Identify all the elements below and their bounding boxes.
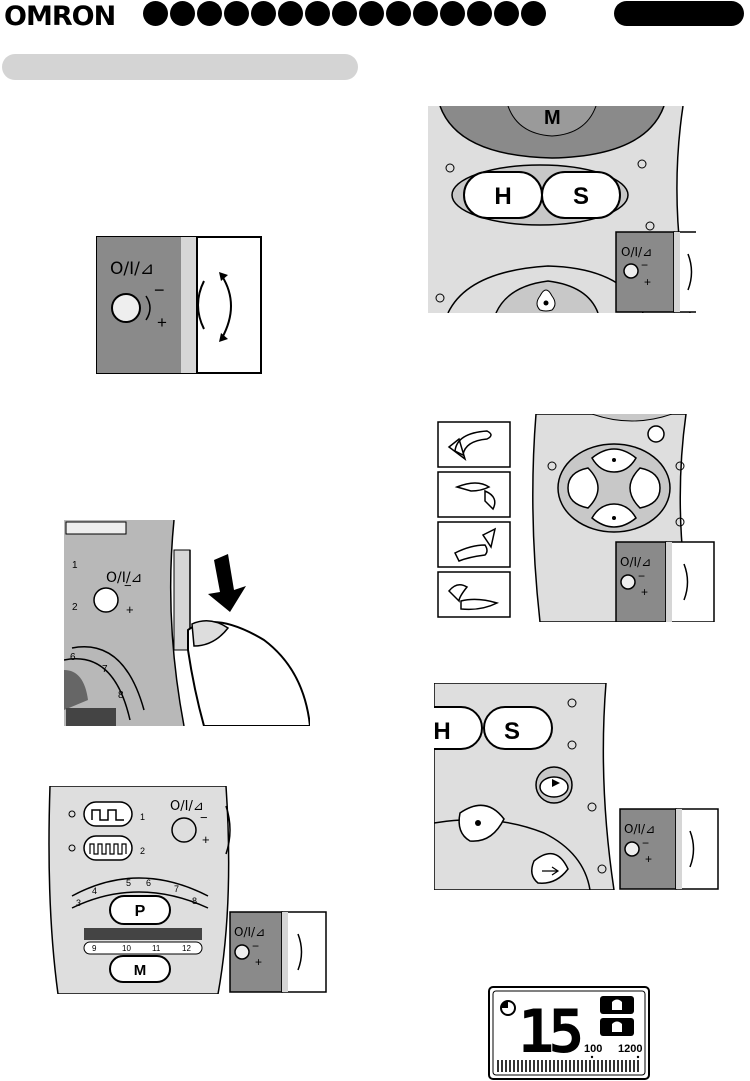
svg-text:1: 1 <box>72 560 78 571</box>
square-wave-icon <box>91 809 124 821</box>
timer-value: 15 <box>518 997 581 1067</box>
svg-text:−: − <box>252 939 259 953</box>
svg-text:+: + <box>255 955 262 969</box>
svg-text:1: 1 <box>140 812 145 822</box>
dial-knob-icon <box>111 293 141 323</box>
lcd-display-figure: 15 100 1200 <box>488 986 650 1080</box>
header-dot <box>224 1 249 26</box>
svg-text:O/I/⊿: O/I/⊿ <box>624 822 655 836</box>
direction-box-3 <box>437 521 511 568</box>
header-dot <box>521 1 546 26</box>
pad-right-button[interactable] <box>629 467 661 509</box>
pad-down-button[interactable] <box>591 503 637 528</box>
svg-text:−: − <box>642 836 649 850</box>
s-button[interactable] <box>541 171 621 219</box>
svg-text:10: 10 <box>122 944 131 953</box>
svg-text:8: 8 <box>118 690 124 701</box>
direction-box-4 <box>437 571 511 618</box>
s-label: S <box>504 718 520 745</box>
svg-text:11: 11 <box>152 944 161 953</box>
svg-text:−: − <box>124 578 132 593</box>
svg-text:4: 4 <box>92 886 97 896</box>
svg-text:−: − <box>638 569 645 583</box>
pad-left-button[interactable] <box>567 467 599 509</box>
m-button[interactable] <box>109 955 171 983</box>
finger-icon <box>187 621 310 726</box>
header-dot <box>467 1 492 26</box>
label-100: 100 <box>584 1043 602 1055</box>
svg-text:6: 6 <box>146 878 151 888</box>
svg-text:8: 8 <box>192 896 197 906</box>
svg-text:7: 7 <box>102 664 108 675</box>
svg-text:−: − <box>200 810 208 825</box>
arrow-pad-figure: O/I/⊿ − + <box>532 414 716 622</box>
header-bar <box>614 1 744 26</box>
m-button-label: M <box>134 962 147 979</box>
section-heading-bar <box>2 54 358 80</box>
header-dot <box>305 1 330 26</box>
mode-icon-2 <box>612 1021 622 1032</box>
pulse-mode-2-button[interactable] <box>83 835 133 861</box>
header-dot <box>170 1 195 26</box>
header-dot <box>440 1 465 26</box>
svg-text:7: 7 <box>174 884 179 894</box>
down-arrow-icon <box>208 554 246 612</box>
label-1200: 1200 <box>618 1043 642 1055</box>
s-button-label: S <box>573 183 589 210</box>
p-button[interactable] <box>109 895 171 925</box>
svg-text:O/I/⊿: O/I/⊿ <box>620 555 651 569</box>
direction-icons-figure <box>437 421 511 619</box>
svg-text:O/I/⊿: O/I/⊿ <box>621 245 652 259</box>
fast-wave-icon <box>89 843 127 855</box>
svg-text:+: + <box>644 275 651 289</box>
dial-minus: − <box>154 280 165 300</box>
program-panel-figure: 1 2 O/I/⊿ − + 3 4 5 6 7 8 P 9 10 11 12 M… <box>48 786 328 994</box>
header-dots <box>143 1 546 26</box>
svg-text:−: − <box>641 258 648 272</box>
direction-box-1 <box>437 421 511 468</box>
header-dot <box>386 1 411 26</box>
svg-text:+: + <box>126 602 134 617</box>
dial-figure: O/I/⊿ − + <box>96 236 262 374</box>
header-dot <box>251 1 276 26</box>
header-dot <box>197 1 222 26</box>
dial-plus: + <box>157 313 167 332</box>
h-label: H <box>434 718 451 745</box>
svg-text:3: 3 <box>76 898 81 908</box>
svg-text:+: + <box>645 852 652 866</box>
header-dot <box>278 1 303 26</box>
svg-text:12: 12 <box>182 944 191 953</box>
header-dot <box>413 1 438 26</box>
header-dot <box>359 1 384 26</box>
mode-icon-1 <box>612 999 622 1010</box>
m-button-label: M <box>544 107 561 129</box>
header-dot <box>332 1 357 26</box>
finger-dial-figure: O/I/⊿ − + 1 2 6 7 8 <box>64 520 310 726</box>
play-icon <box>552 779 560 787</box>
omron-logo: OMRON <box>4 1 116 32</box>
svg-text:O/I/⊿: O/I/⊿ <box>106 570 142 586</box>
svg-text:O/I/⊿: O/I/⊿ <box>170 799 204 814</box>
direction-box-2 <box>437 471 511 518</box>
header-dot <box>494 1 519 26</box>
svg-text:5: 5 <box>126 878 131 888</box>
double-arrow-icon <box>221 275 232 339</box>
level-bar <box>497 1060 639 1072</box>
svg-text:+: + <box>641 585 648 599</box>
svg-text:9: 9 <box>92 944 97 953</box>
timer-button[interactable] <box>539 776 569 798</box>
h-button-label: H <box>494 183 511 210</box>
svg-text:2: 2 <box>140 846 145 856</box>
dial-symbol: O/I/⊿ <box>110 259 154 279</box>
header-dot <box>143 1 168 26</box>
timer-button-figure: H S O/I/⊿ − + <box>434 683 720 890</box>
svg-text:O/I/⊿: O/I/⊿ <box>234 925 265 939</box>
remote-hs-figure: M H S O/I/⊿ − + <box>428 106 696 313</box>
p-button-label: P <box>135 903 146 920</box>
svg-text:2: 2 <box>72 602 78 613</box>
svg-text:6: 6 <box>70 652 76 663</box>
svg-text:+: + <box>202 832 210 847</box>
